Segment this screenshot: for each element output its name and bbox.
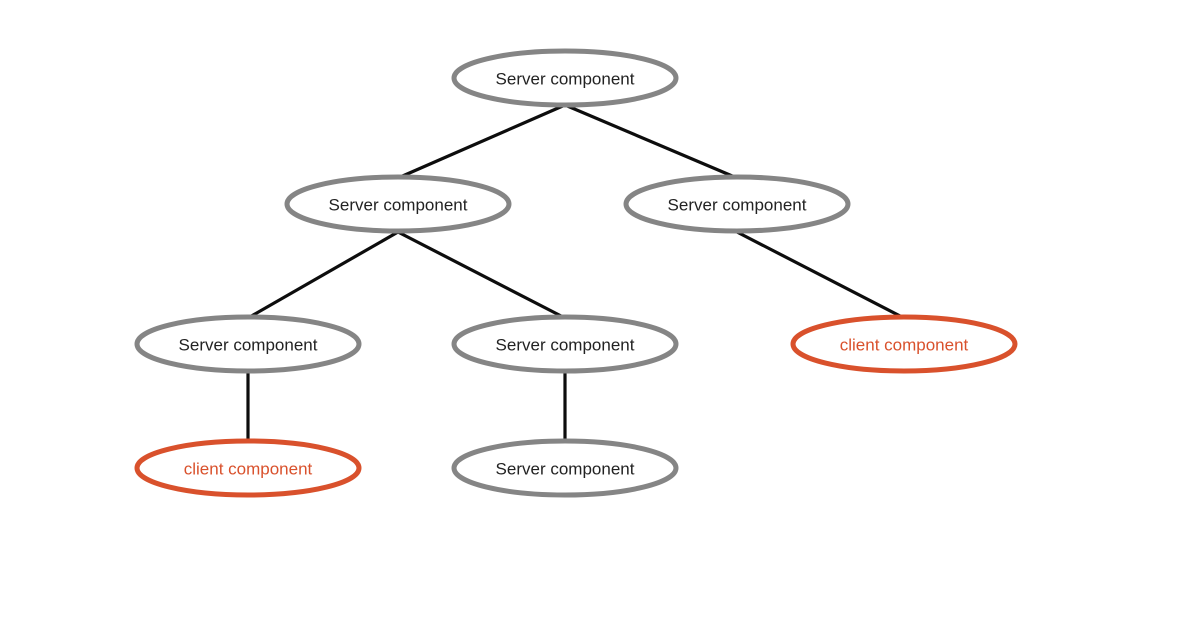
tree-node-server-level2-right: Server component xyxy=(623,174,851,234)
node-label: Server component xyxy=(179,336,318,355)
node-ellipse xyxy=(134,438,362,498)
node-ellipse xyxy=(790,314,1018,374)
node-label: Server component xyxy=(668,196,807,215)
node-ellipse xyxy=(451,48,679,108)
node-ellipse xyxy=(134,314,362,374)
node-ellipse xyxy=(623,174,851,234)
tree-node-server-level3-mid: Server component xyxy=(451,314,679,374)
edge-root-to-left xyxy=(397,103,566,180)
node-ellipse xyxy=(451,438,679,498)
node-label: client component xyxy=(840,336,969,355)
edges xyxy=(246,103,905,442)
node-label: Server component xyxy=(329,196,468,215)
node-label: Server component xyxy=(496,460,635,479)
edge-left-to-leftleft xyxy=(247,230,399,320)
edge-right-to-client xyxy=(736,230,905,320)
tree-node-client-level3-right: client component xyxy=(790,314,1018,374)
tree-node-client-level4-left: client component xyxy=(134,438,362,498)
node-label: Server component xyxy=(496,70,635,89)
edge-left-to-leftmid xyxy=(397,230,566,320)
node-ellipse xyxy=(284,174,512,234)
edge-root-to-right xyxy=(564,103,738,180)
node-ellipse xyxy=(451,314,679,374)
node-label: client component xyxy=(184,460,313,479)
tree-node-server-level4-mid: Server component xyxy=(451,438,679,498)
node-label: Server component xyxy=(496,336,635,355)
tree-node-server-level2-left: Server component xyxy=(284,174,512,234)
tree-node-server-root: Server component xyxy=(451,48,679,108)
tree-node-server-level3-left: Server component xyxy=(134,314,362,374)
